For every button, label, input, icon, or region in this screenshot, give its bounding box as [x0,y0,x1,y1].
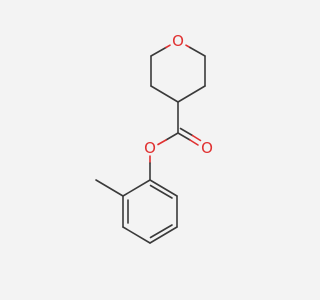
atom-label-carbonyl-o: O [201,139,213,157]
bond-carbonyl-2b [191,134,202,142]
atom-ring-oxygen: O [172,32,184,50]
bond-ring-c2-o-red [165,44,171,49]
structure-canvas: O O O [95,32,213,244]
bond-ar-4-5 [122,226,151,244]
bond-ring-c2-o [150,46,167,57]
molecule-structure: O O O [95,32,213,244]
bond-ring-c4-c3 [150,85,179,103]
bond-ccarbonyl-oester-red [157,139,167,146]
atom-label-ester-o: O [144,139,156,157]
bond-ring-o-c6 [189,46,206,57]
bond-ar-1-2 [149,179,178,197]
bond-ccarbonyl-oester [165,132,179,141]
bond-methyl [95,179,124,197]
bond-ar-inner-1 [149,184,173,199]
bond-carbonyl-1a [177,132,191,141]
bond-ar-inner-2 [149,224,173,239]
bond-ar-3-4 [149,226,178,244]
bond-carbonyl-2a [179,127,194,137]
bond-carbonyl-1b [189,139,199,146]
bond-ring-c5-c4 [177,85,206,103]
oxane-ring [150,44,206,103]
benzene-ring [122,179,178,244]
bond-ar-6-1 [122,179,151,197]
carbonyl-double-bond [177,127,202,146]
atom-label-ring-o: O [172,32,184,50]
